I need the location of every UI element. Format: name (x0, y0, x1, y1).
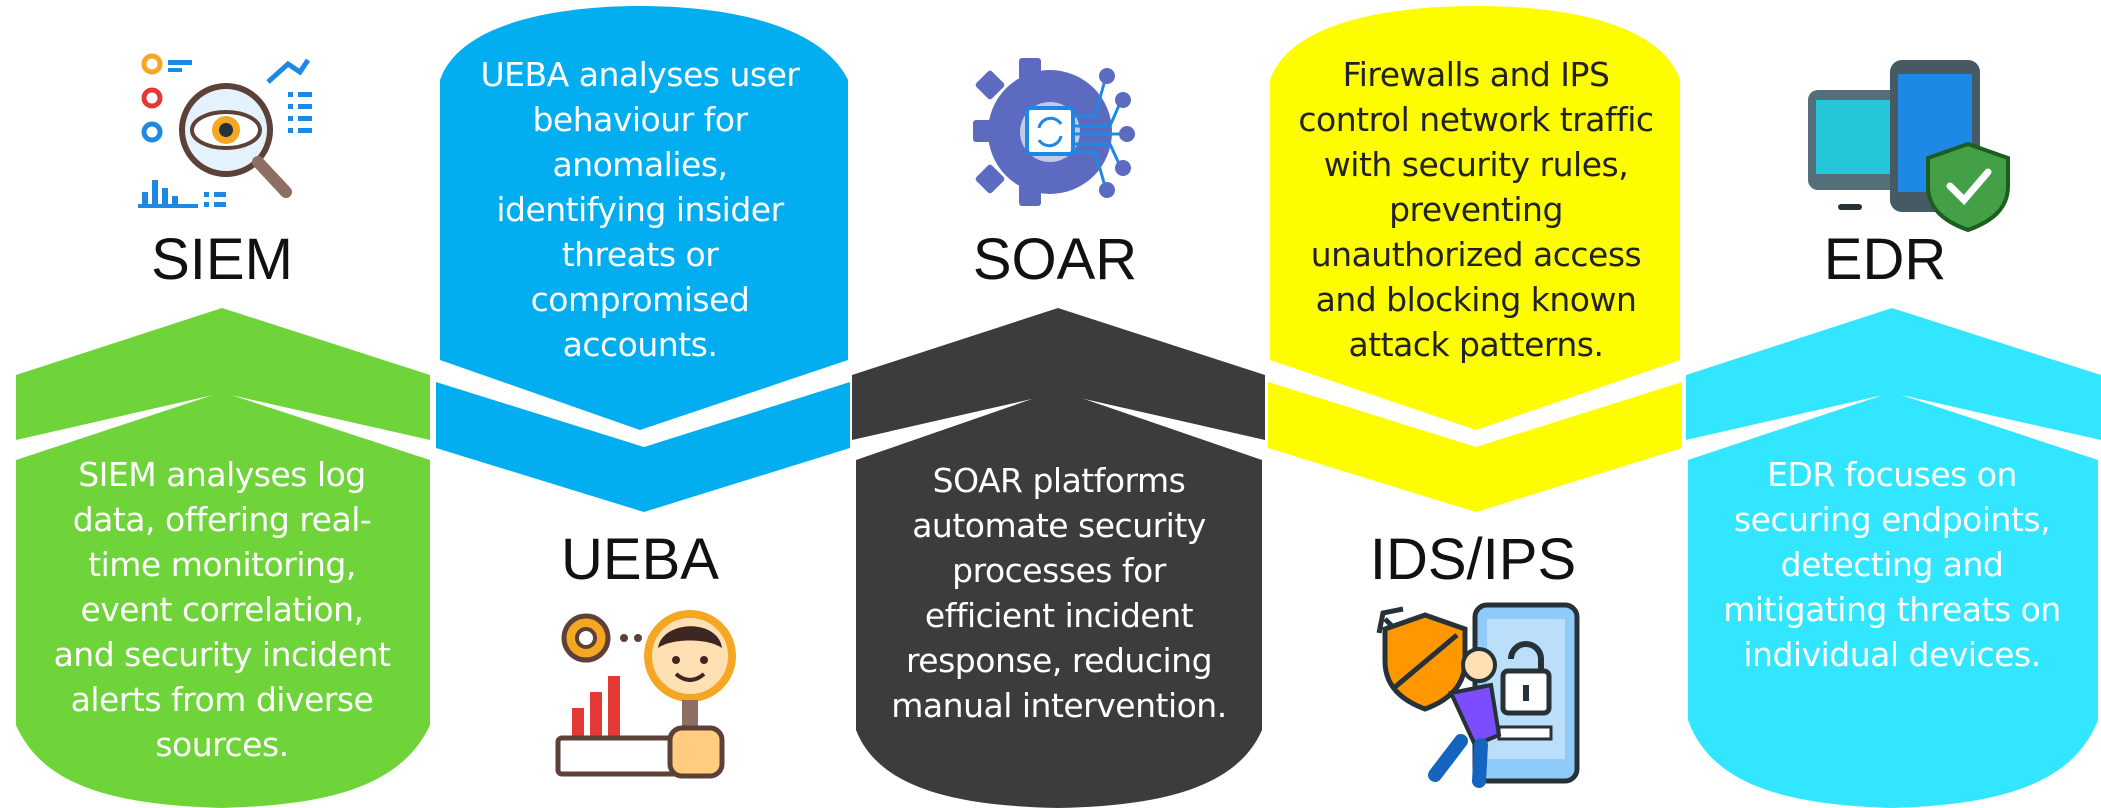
ids-ips-ribbon (1268, 382, 1682, 512)
ids-ips-title: IDS/IPS (1369, 527, 1577, 592)
edr-ribbon (1686, 308, 2101, 440)
ueba-description: UEBA analyses user behaviour for anomali… (480, 55, 800, 364)
ueba-ribbon (436, 382, 850, 512)
soar-description: SOAR platforms automate security process… (891, 461, 1227, 725)
ueba-panel (440, 6, 848, 430)
siem-description: SIEM analyses log data, offering real-ti… (53, 455, 391, 764)
siem-title: SIEM (151, 227, 293, 292)
shield-defender-phone-lock-icon (1376, 602, 1580, 788)
siem-panel (16, 392, 430, 808)
log-analysis-magnifier-icon (138, 53, 312, 208)
devices-shield-check-icon (1808, 60, 2010, 233)
soar-panel (856, 390, 1262, 808)
ids-ips-panel (1270, 6, 1680, 430)
ueba-title: UEBA (561, 527, 719, 592)
siem-ribbon (16, 308, 430, 440)
edr-description: EDR focuses on securing endpoints, detec… (1723, 455, 2061, 674)
edr-title: EDR (1823, 227, 1947, 292)
ids-ips-description: Firewalls and IPS control network traffi… (1298, 55, 1654, 364)
automation-gear-chip-icon (973, 58, 1135, 206)
soar-ribbon (852, 308, 1265, 440)
user-behaviour-magnifier-icon (555, 610, 736, 779)
soar-title: SOAR (972, 227, 1138, 292)
edr-panel (1688, 392, 2098, 808)
